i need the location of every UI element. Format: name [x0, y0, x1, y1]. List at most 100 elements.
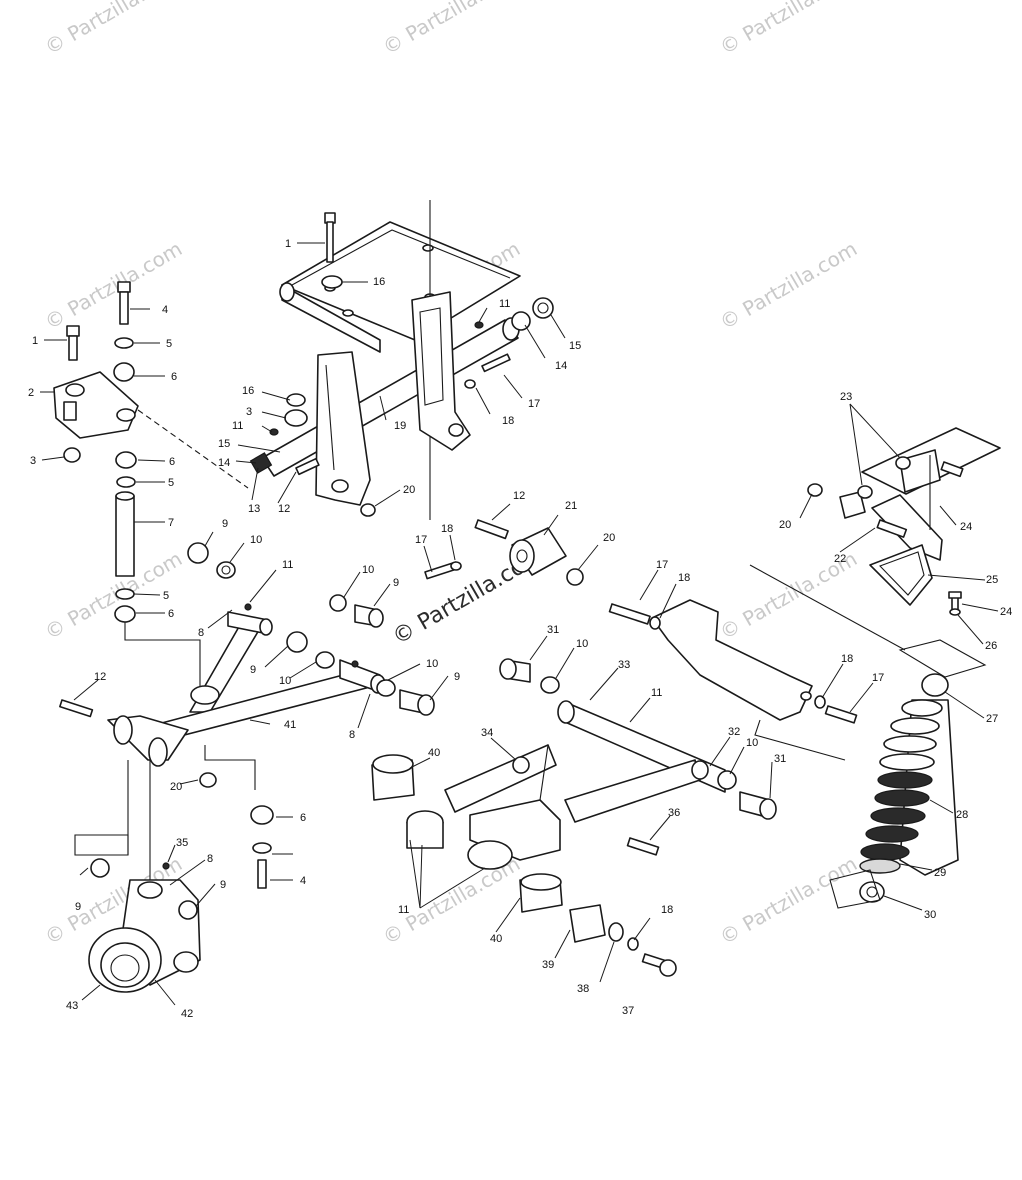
spacer-7 — [115, 491, 135, 577]
callout-38: 38 — [577, 983, 589, 995]
callout-18: 18 — [841, 653, 853, 665]
callout-12: 12 — [278, 503, 290, 515]
bracket-20-right — [839, 491, 866, 519]
callout-16: 16 — [242, 385, 254, 397]
washer-5-low — [115, 588, 135, 600]
callout-32: 32 — [728, 726, 740, 738]
callout-41: 41 — [284, 719, 296, 731]
washer-18-right — [649, 616, 661, 630]
callout-29: 29 — [934, 867, 946, 879]
callout-33: 33 — [618, 659, 630, 671]
nut-16-3 — [284, 393, 308, 427]
bolt-22 — [876, 519, 908, 538]
callout-26: 26 — [985, 640, 997, 652]
callout-10: 10 — [362, 564, 374, 576]
bolt-4-top — [117, 281, 131, 325]
spacer-39 — [569, 904, 606, 943]
callout-14: 14 — [218, 457, 230, 469]
callout-4: 4 — [162, 304, 168, 316]
callout-34: 34 — [481, 727, 493, 739]
callout-9: 9 — [454, 671, 460, 683]
callout-42: 42 — [181, 1008, 193, 1020]
shock-spring-28 — [860, 699, 943, 861]
bushing-9-10-upper-right — [329, 594, 384, 628]
callout-10: 10 — [426, 658, 438, 670]
callout-6: 6 — [168, 608, 174, 620]
callout-17: 17 — [528, 398, 540, 410]
callout-17: 17 — [415, 534, 427, 546]
a-arm-pivot-tube-upper — [227, 611, 273, 636]
bracket-outline-left — [74, 834, 129, 856]
washer-18-right2 — [814, 695, 826, 709]
bushing-40-upper — [371, 754, 415, 801]
watermark: © Partzilla.com — [41, 236, 187, 334]
nut-34 — [512, 756, 530, 774]
bolt-1-top — [324, 212, 336, 263]
callout-6: 6 — [171, 371, 177, 383]
washer-26 — [949, 608, 961, 616]
callout-15: 15 — [569, 340, 581, 352]
bushing-6-low — [114, 605, 136, 623]
callout-labels: 1 16 11 15 14 17 18 19 16 3 11 15 14 13 … — [28, 238, 1012, 1020]
washer-5-mid — [116, 476, 136, 488]
callout-24: 24 — [960, 521, 972, 533]
callout-11: 11 — [282, 559, 293, 571]
callout-3: 3 — [246, 406, 252, 418]
bushing-9-lower-left — [90, 858, 110, 878]
nut-23-a — [895, 456, 911, 470]
link-plate-2 — [53, 371, 139, 439]
callout-21: 21 — [565, 500, 577, 512]
bushing-31-10-upper — [499, 658, 560, 694]
bushing-6-lower — [250, 805, 274, 825]
nut-3-left — [63, 447, 81, 463]
callout-30: 30 — [924, 909, 936, 921]
bolt-17-right — [608, 603, 651, 625]
nut-20-left — [199, 772, 217, 788]
callout-10: 10 — [746, 737, 758, 749]
callout-3: 3 — [30, 455, 36, 467]
callout-20: 20 — [170, 781, 182, 793]
callout-36: 36 — [668, 807, 680, 819]
bracket-right — [411, 291, 471, 451]
callout-19: 19 — [394, 420, 406, 432]
shock-mount-plate-25 — [869, 544, 933, 606]
callout-28: 28 — [956, 809, 968, 821]
nut-23-b — [857, 485, 873, 499]
washer-5-lower — [252, 842, 272, 854]
pivot-block-21 — [509, 527, 567, 576]
washer-18-mid — [450, 561, 462, 571]
upper-right-frame — [861, 427, 1001, 561]
alignment-line — [137, 409, 249, 489]
grease-fitting-11 — [474, 321, 484, 329]
grease-fitting-11-arm2 — [351, 660, 359, 668]
nut-20-right — [807, 483, 823, 497]
bolt-24-top — [940, 461, 964, 478]
bushing-32-10-31-lower — [691, 760, 777, 820]
bolt-36 — [626, 837, 660, 856]
callout-15: 15 — [218, 438, 230, 450]
bolt-4-lower — [257, 859, 267, 889]
nut-20-top — [360, 503, 376, 517]
watermark: © Partzilla.com — [716, 0, 862, 59]
callout-4: 4 — [300, 875, 306, 887]
watermark: © Partzilla.com — [716, 851, 862, 949]
callout-17: 17 — [872, 672, 884, 684]
washer-16-top — [321, 275, 343, 289]
callout-27: 27 — [986, 713, 998, 725]
callout-18: 18 — [441, 523, 453, 535]
callout-9: 9 — [393, 577, 399, 589]
callout-12: 12 — [94, 671, 106, 683]
callout-5: 5 — [163, 590, 169, 602]
callout-5: 5 — [166, 338, 172, 350]
callout-6: 6 — [300, 812, 306, 824]
callout-18: 18 — [502, 415, 514, 427]
callout-20: 20 — [403, 484, 415, 496]
callout-11: 11 — [499, 298, 510, 310]
watermark: © Partzilla.com — [379, 0, 525, 59]
callout-40: 40 — [428, 747, 440, 759]
watermark: © Partzilla.com — [716, 236, 862, 334]
bolt-12-top — [295, 457, 320, 476]
callout-14: 14 — [555, 360, 567, 372]
callout-25: 25 — [986, 574, 998, 586]
shock-eye-30 — [859, 881, 885, 903]
